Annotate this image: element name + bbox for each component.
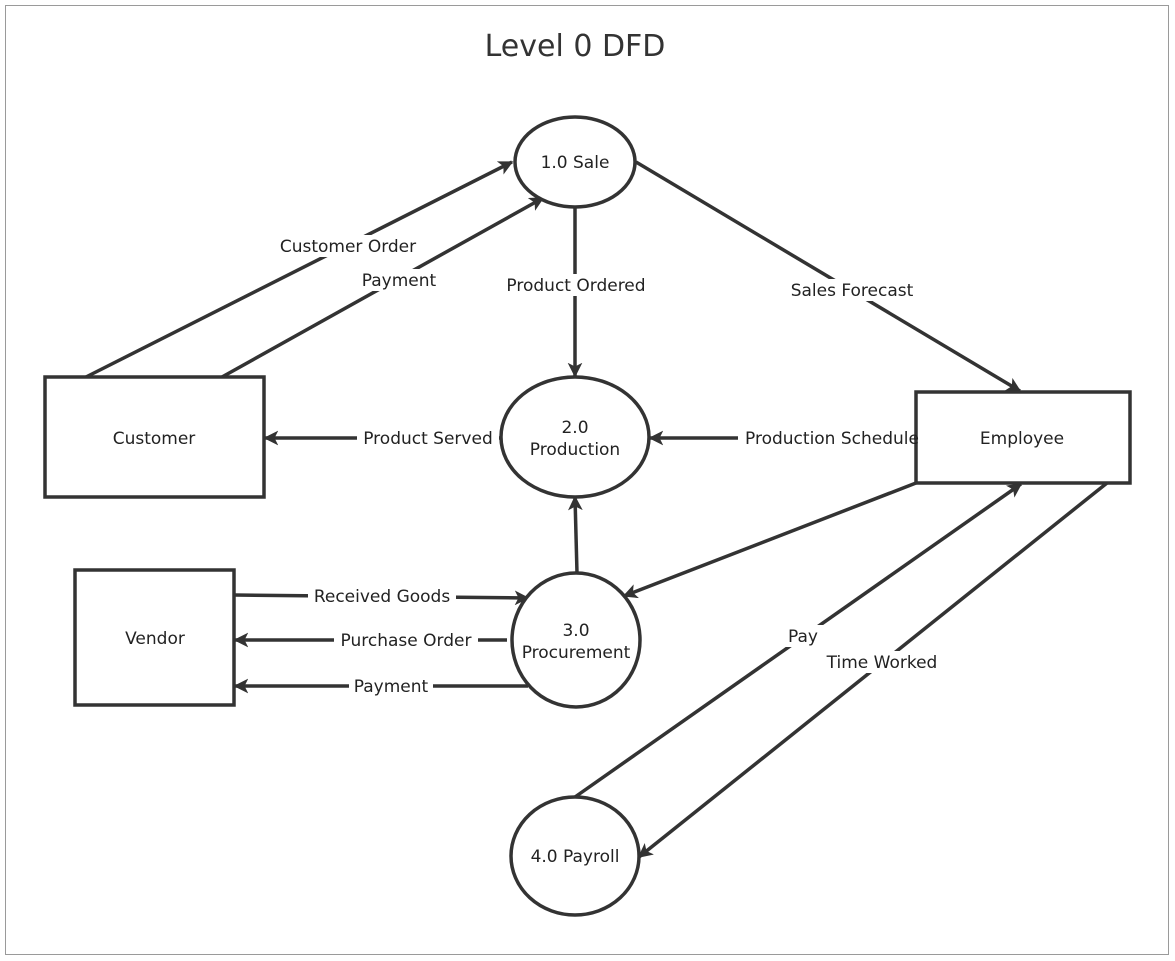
flow-lines (85, 160, 1109, 859)
flow-pay-label: Pay (788, 627, 818, 647)
process-payroll[interactable]: 4.0 Payroll (509, 795, 641, 917)
process-production-name: Production (530, 440, 620, 460)
flow-employee-to-procurement-line (622, 481, 917, 599)
flow-payment-to-vendor-label: Payment (354, 677, 429, 697)
process-procurement-number: 3.0 (562, 621, 589, 641)
flow-sales-forecast-label: Sales Forecast (791, 281, 914, 301)
flow-received-goods-label: Received Goods (314, 587, 451, 607)
entity-employee-label: Employee (980, 429, 1064, 449)
process-production[interactable]: 2.0 Production (499, 375, 651, 499)
process-sale-label: 1.0 Sale (541, 153, 610, 173)
flow-customer-order-line (85, 160, 514, 379)
flow-purchase-order-label: Purchase Order (341, 631, 472, 651)
diagram-title: Level 0 DFD (485, 29, 666, 64)
flow-product-served-label: Product Served (363, 429, 493, 449)
flow-sales-forecast-line (635, 160, 1022, 393)
process-sale[interactable]: 1.0 Sale (513, 115, 637, 209)
flow-customer-order-label: Customer Order (280, 237, 416, 257)
flow-time-worked-label: Time Worked (826, 653, 938, 673)
entity-vendor[interactable]: Vendor (73, 568, 236, 707)
flow-product-ordered-label: Product Ordered (506, 276, 645, 296)
process-procurement[interactable]: 3.0 Procurement (510, 571, 642, 709)
entity-customer-label: Customer (113, 429, 196, 449)
entity-vendor-label: Vendor (125, 629, 185, 649)
process-procurement-name: Procurement (522, 643, 631, 663)
entity-customer[interactable]: Customer (43, 375, 266, 499)
process-payroll-label: 4.0 Payroll (531, 847, 620, 867)
process-production-number: 2.0 (561, 418, 588, 438)
diagram-frame (5, 5, 1169, 955)
flow-procurement-to-production-line (568, 495, 583, 574)
flow-labels: Customer Order Payment Product Ordered S… (272, 235, 944, 697)
flow-payment-to-sale-label: Payment (362, 271, 437, 291)
flow-production-schedule-label: Production Schedule (745, 429, 919, 449)
entity-employee[interactable]: Employee (914, 390, 1132, 485)
